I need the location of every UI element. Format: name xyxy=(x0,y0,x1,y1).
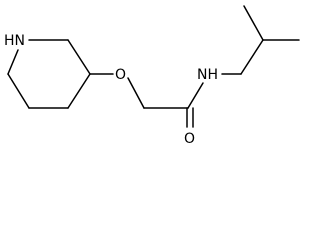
side-chain xyxy=(89,5,300,128)
bond-ch2-ch xyxy=(240,39,264,75)
bond-ring-c5-c6 xyxy=(7,73,30,109)
bond-ether-o-ch2 xyxy=(127,77,145,109)
piperidine-ring xyxy=(7,39,91,109)
amide-nitrogen-label: NH xyxy=(197,67,218,83)
bond-ring-c6-n xyxy=(7,49,19,75)
bond-ring-c3-c4 xyxy=(67,73,91,109)
ether-oxygen-label: O xyxy=(115,67,126,83)
ring-nitrogen-label: HN xyxy=(4,33,25,49)
bond-ring-c2-c3 xyxy=(67,39,91,75)
structure-diagram: HN O NH O xyxy=(4,5,300,147)
bond-ch-methyl-1 xyxy=(243,5,264,41)
carbonyl-oxygen-label: O xyxy=(184,131,195,147)
bond-carbonyl-c-amide-n xyxy=(187,82,204,109)
